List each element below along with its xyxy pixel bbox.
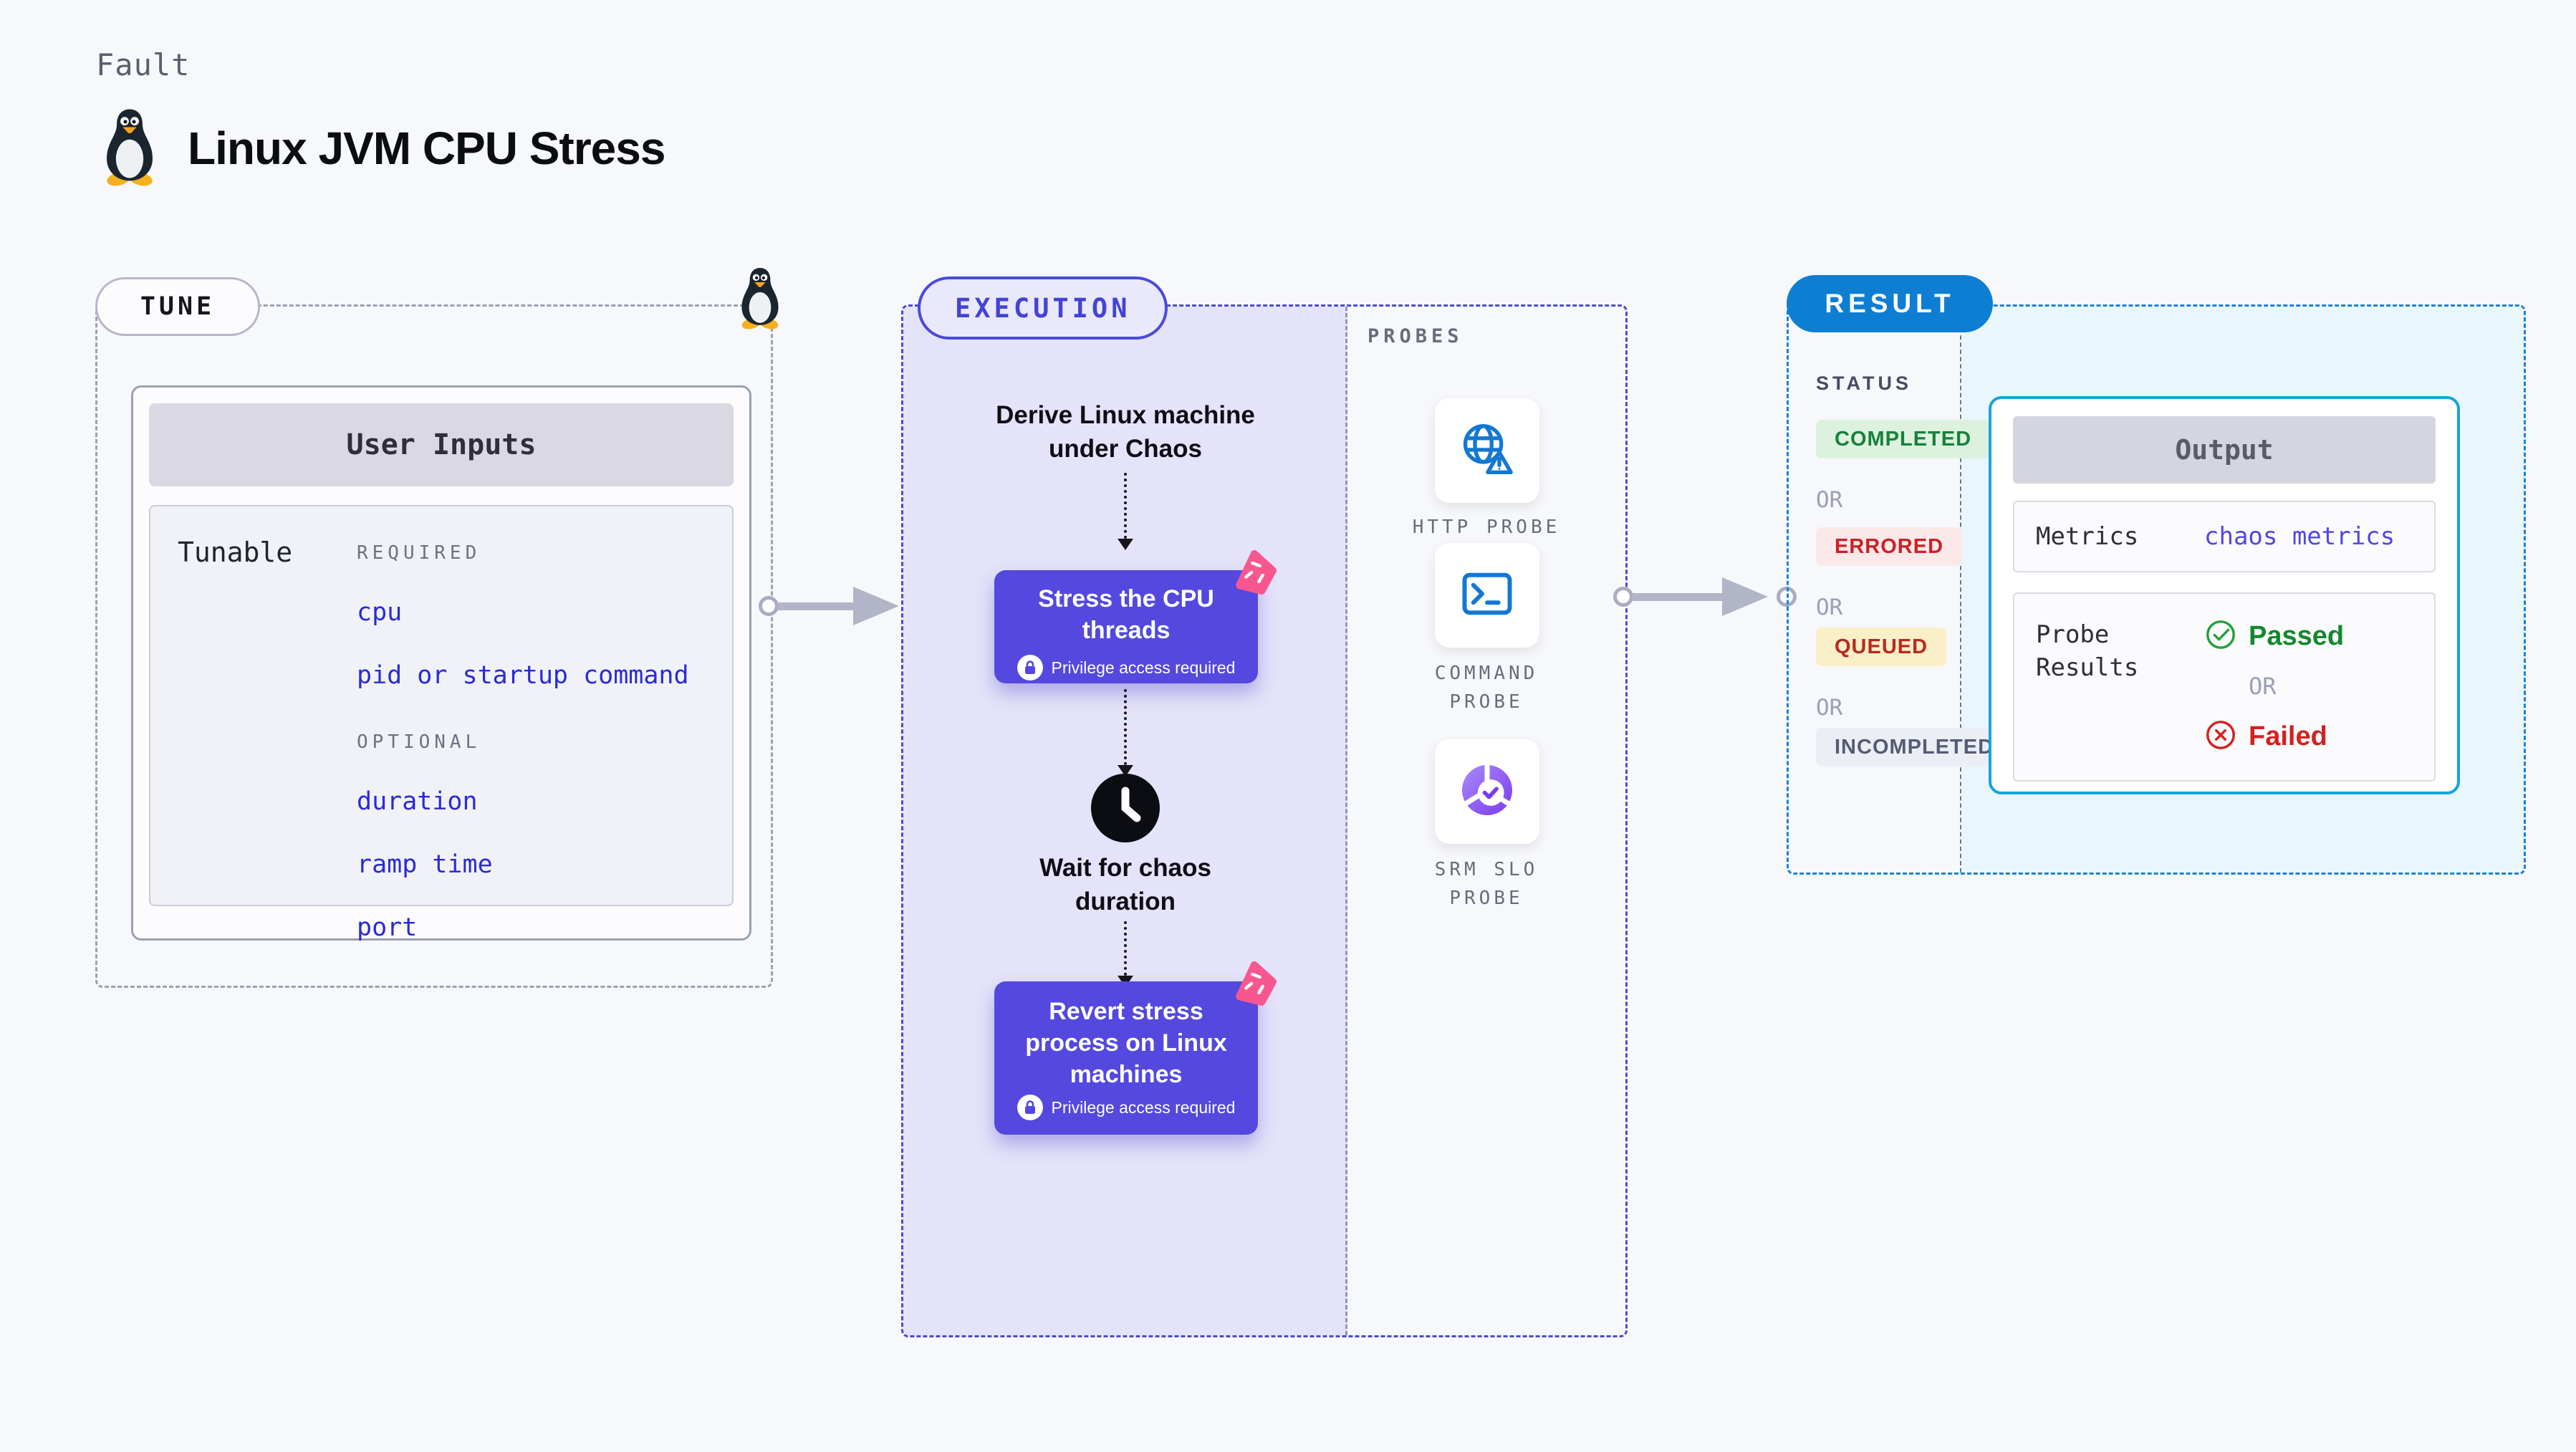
status-column: STATUS COMPLETED OR ERRORED OR QUEUED OR… — [1789, 307, 2013, 872]
step-wait-duration: Wait for chaos duration — [1039, 854, 1211, 915]
http-probe-label: HTTP PROBE — [1412, 516, 1561, 538]
user-inputs-header: User Inputs — [149, 403, 734, 486]
tune-badge: TUNE — [95, 277, 260, 336]
optional-label: OPTIONAL — [357, 731, 481, 753]
srm-slo-probe-card[interactable] — [1435, 739, 1539, 844]
lock-icon — [1017, 1095, 1043, 1120]
connector-line — [1124, 689, 1127, 765]
revert-stress-step[interactable]: Revert stress process on Linux machines … — [994, 961, 1277, 1135]
failed-label: Failed — [2249, 721, 2327, 751]
command-probe-card[interactable] — [1435, 543, 1539, 648]
probes-panel: PROBES HTTP PROBE — [1347, 307, 1625, 1335]
fault-eyebrow: Fault — [96, 47, 191, 82]
stress-cpu-step[interactable]: Stress the CPU threads Privilege access … — [994, 550, 1277, 683]
connector-arrowhead — [1118, 765, 1133, 777]
tunable-panel: Tunable REQUIRED cpu pid or startup comm… — [149, 505, 734, 942]
page-title: Linux JVM CPU Stress — [188, 122, 665, 174]
or-separator: OR — [1816, 487, 1843, 513]
or-separator: OR — [2249, 673, 2277, 700]
probe-results-label: Probe Results — [2036, 620, 2139, 682]
chaos-logo-icon — [1232, 550, 1277, 597]
probe-results-values: Passed OR Failed — [2204, 618, 2344, 780]
result-section: RESULT STATUS COMPLETED OR ERRORED OR QU… — [1787, 275, 2526, 875]
metrics-value[interactable]: chaos metrics — [2204, 522, 2395, 551]
linux-tux-corner-icon — [736, 266, 784, 332]
tunable-link-port[interactable]: port — [357, 913, 418, 942]
tunable-link-pid[interactable]: pid or startup command — [357, 661, 689, 690]
connector-arrowhead — [1118, 539, 1133, 550]
tunable-label: Tunable — [178, 537, 293, 568]
arrow-execution-to-result — [1613, 577, 1797, 617]
status-badge-errored: ERRORED — [1816, 527, 1963, 566]
output-card: Output Metrics chaos metrics Probe Resul… — [1989, 396, 2460, 794]
step-derive-machine: Derive Linux machine under Chaos — [996, 401, 1255, 463]
connector-line — [1124, 473, 1127, 539]
x-circle-icon — [2204, 718, 2237, 754]
terminal-icon — [1457, 564, 1517, 627]
metrics-row: Metrics chaos metrics — [2013, 501, 2436, 572]
title-row: Linux JVM CPU Stress — [100, 107, 665, 189]
globe-alert-icon — [1456, 418, 1518, 483]
check-circle-icon — [2204, 618, 2237, 654]
tune-section: TUNE User Inputs Tunable REQUIRED cpu pi… — [95, 268, 779, 988]
privilege-note: Privilege access required — [1051, 1097, 1236, 1117]
tunable-link-cpu[interactable]: cpu — [357, 598, 403, 627]
probes-label: PROBES — [1368, 325, 1464, 347]
probe-results-row: Probe Results Passed OR — [2013, 592, 2436, 782]
or-separator: OR — [1816, 695, 1843, 721]
command-probe-label: COMMAND PROBE — [1434, 663, 1539, 713]
required-label: REQUIRED — [357, 542, 481, 564]
tunable-link-duration[interactable]: duration — [357, 787, 478, 816]
connector-line — [1124, 921, 1127, 976]
chaos-logo-icon — [1232, 961, 1277, 1009]
execution-section: EXECUTION Derive Linux machine under Cha… — [901, 277, 1628, 1337]
status-badge-queued: QUEUED — [1816, 628, 1947, 666]
status-badge-incompleted: INCOMPLETED — [1816, 728, 2013, 766]
privilege-note: Privilege access required — [1051, 658, 1236, 677]
or-separator: OR — [1816, 595, 1843, 620]
http-probe-card[interactable] — [1435, 398, 1539, 503]
status-badge-completed: COMPLETED — [1816, 420, 1991, 458]
execution-badge: EXECUTION — [918, 277, 1168, 340]
linux-tux-icon — [100, 107, 159, 189]
srm-slo-probe-label: SRM SLO PROBE — [1434, 859, 1539, 909]
tunable-link-ramp-time[interactable]: ramp time — [357, 850, 493, 879]
slo-donut-icon — [1457, 760, 1517, 823]
output-header: Output — [2013, 416, 2436, 484]
user-inputs-card: User Inputs Tunable REQUIRED cpu pid or … — [131, 385, 751, 942]
lock-icon — [1017, 655, 1043, 681]
metrics-label: Metrics — [2036, 522, 2139, 551]
result-badge: RESULT — [1787, 275, 1993, 332]
clock-icon — [1091, 774, 1160, 845]
tunable-fields: REQUIRED cpu pid or startup command OPTI… — [357, 537, 705, 942]
status-label: STATUS — [1816, 372, 1912, 394]
passed-label: Passed — [2249, 620, 2345, 651]
